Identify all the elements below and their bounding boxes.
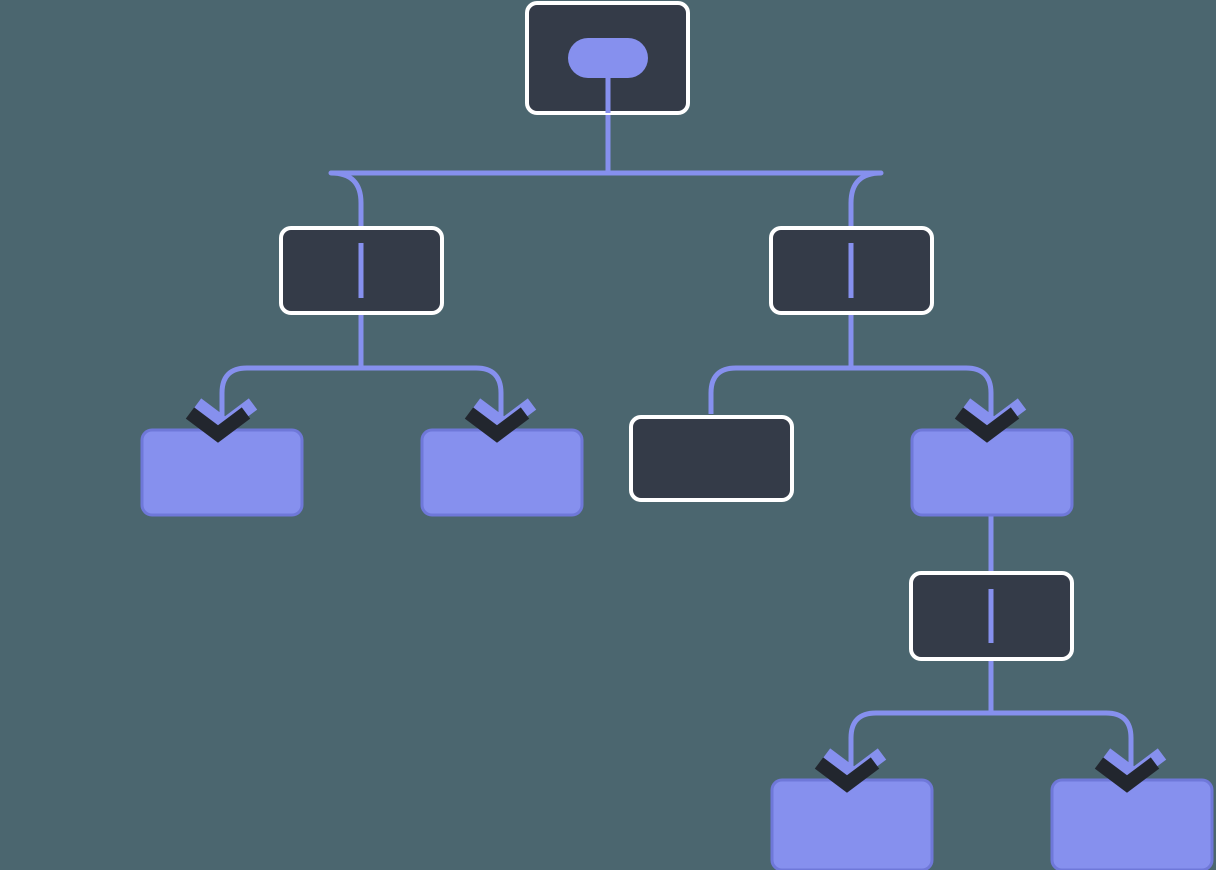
leaf-node-2[interactable] bbox=[420, 428, 584, 517]
level2-right-node[interactable] bbox=[769, 226, 934, 315]
arrow-into-purple-branch-dark-chevron bbox=[954, 407, 1020, 443]
arrow-into-leaf-1 bbox=[185, 398, 258, 443]
leaf-node-4[interactable] bbox=[1050, 778, 1214, 870]
connector-to-leaf-4 bbox=[1105, 710, 1134, 786]
connector-to-leaf-2 bbox=[475, 365, 504, 436]
dark-leaf-node[interactable] bbox=[629, 415, 794, 502]
connector-to-leaf-1 bbox=[219, 365, 248, 436]
arrow-into-leaf-4 bbox=[1094, 748, 1167, 793]
arrow-into-leaf-2 bbox=[464, 398, 537, 443]
leaf-node-3[interactable] bbox=[770, 778, 934, 870]
root-node[interactable] bbox=[525, 1, 690, 115]
purple-branch-node[interactable] bbox=[910, 428, 1074, 517]
connector-to-leaf-3 bbox=[848, 710, 877, 786]
level4-dark-node[interactable] bbox=[909, 571, 1074, 661]
arrow-into-leaf-1-dark-chevron bbox=[185, 407, 251, 443]
leaf-node-1[interactable] bbox=[140, 428, 304, 517]
arrows-layer bbox=[185, 398, 1167, 793]
level2-left-node[interactable] bbox=[279, 226, 444, 315]
dark-leaf-node-shape[interactable] bbox=[629, 415, 794, 502]
leaf-node-4-shape[interactable] bbox=[1050, 778, 1214, 870]
connector-root-to-level2 bbox=[328, 170, 884, 243]
leaf-node-1-shape[interactable] bbox=[140, 428, 304, 517]
arrow-into-leaf-3 bbox=[814, 748, 887, 793]
arrow-into-leaf-4-dark-chevron bbox=[1094, 757, 1160, 793]
nodes-layer bbox=[140, 1, 1214, 870]
connector-to-purple-branch bbox=[965, 365, 994, 436]
purple-branch-node-shape[interactable] bbox=[910, 428, 1074, 517]
connector-to-dark-leaf bbox=[708, 365, 737, 414]
arrow-into-leaf-2-dark-chevron bbox=[464, 407, 530, 443]
arrow-into-leaf-3-dark-chevron bbox=[814, 757, 880, 793]
leaf-node-3-shape[interactable] bbox=[770, 778, 934, 870]
leaf-node-2-shape[interactable] bbox=[420, 428, 584, 517]
arrow-into-purple-branch bbox=[954, 398, 1027, 443]
